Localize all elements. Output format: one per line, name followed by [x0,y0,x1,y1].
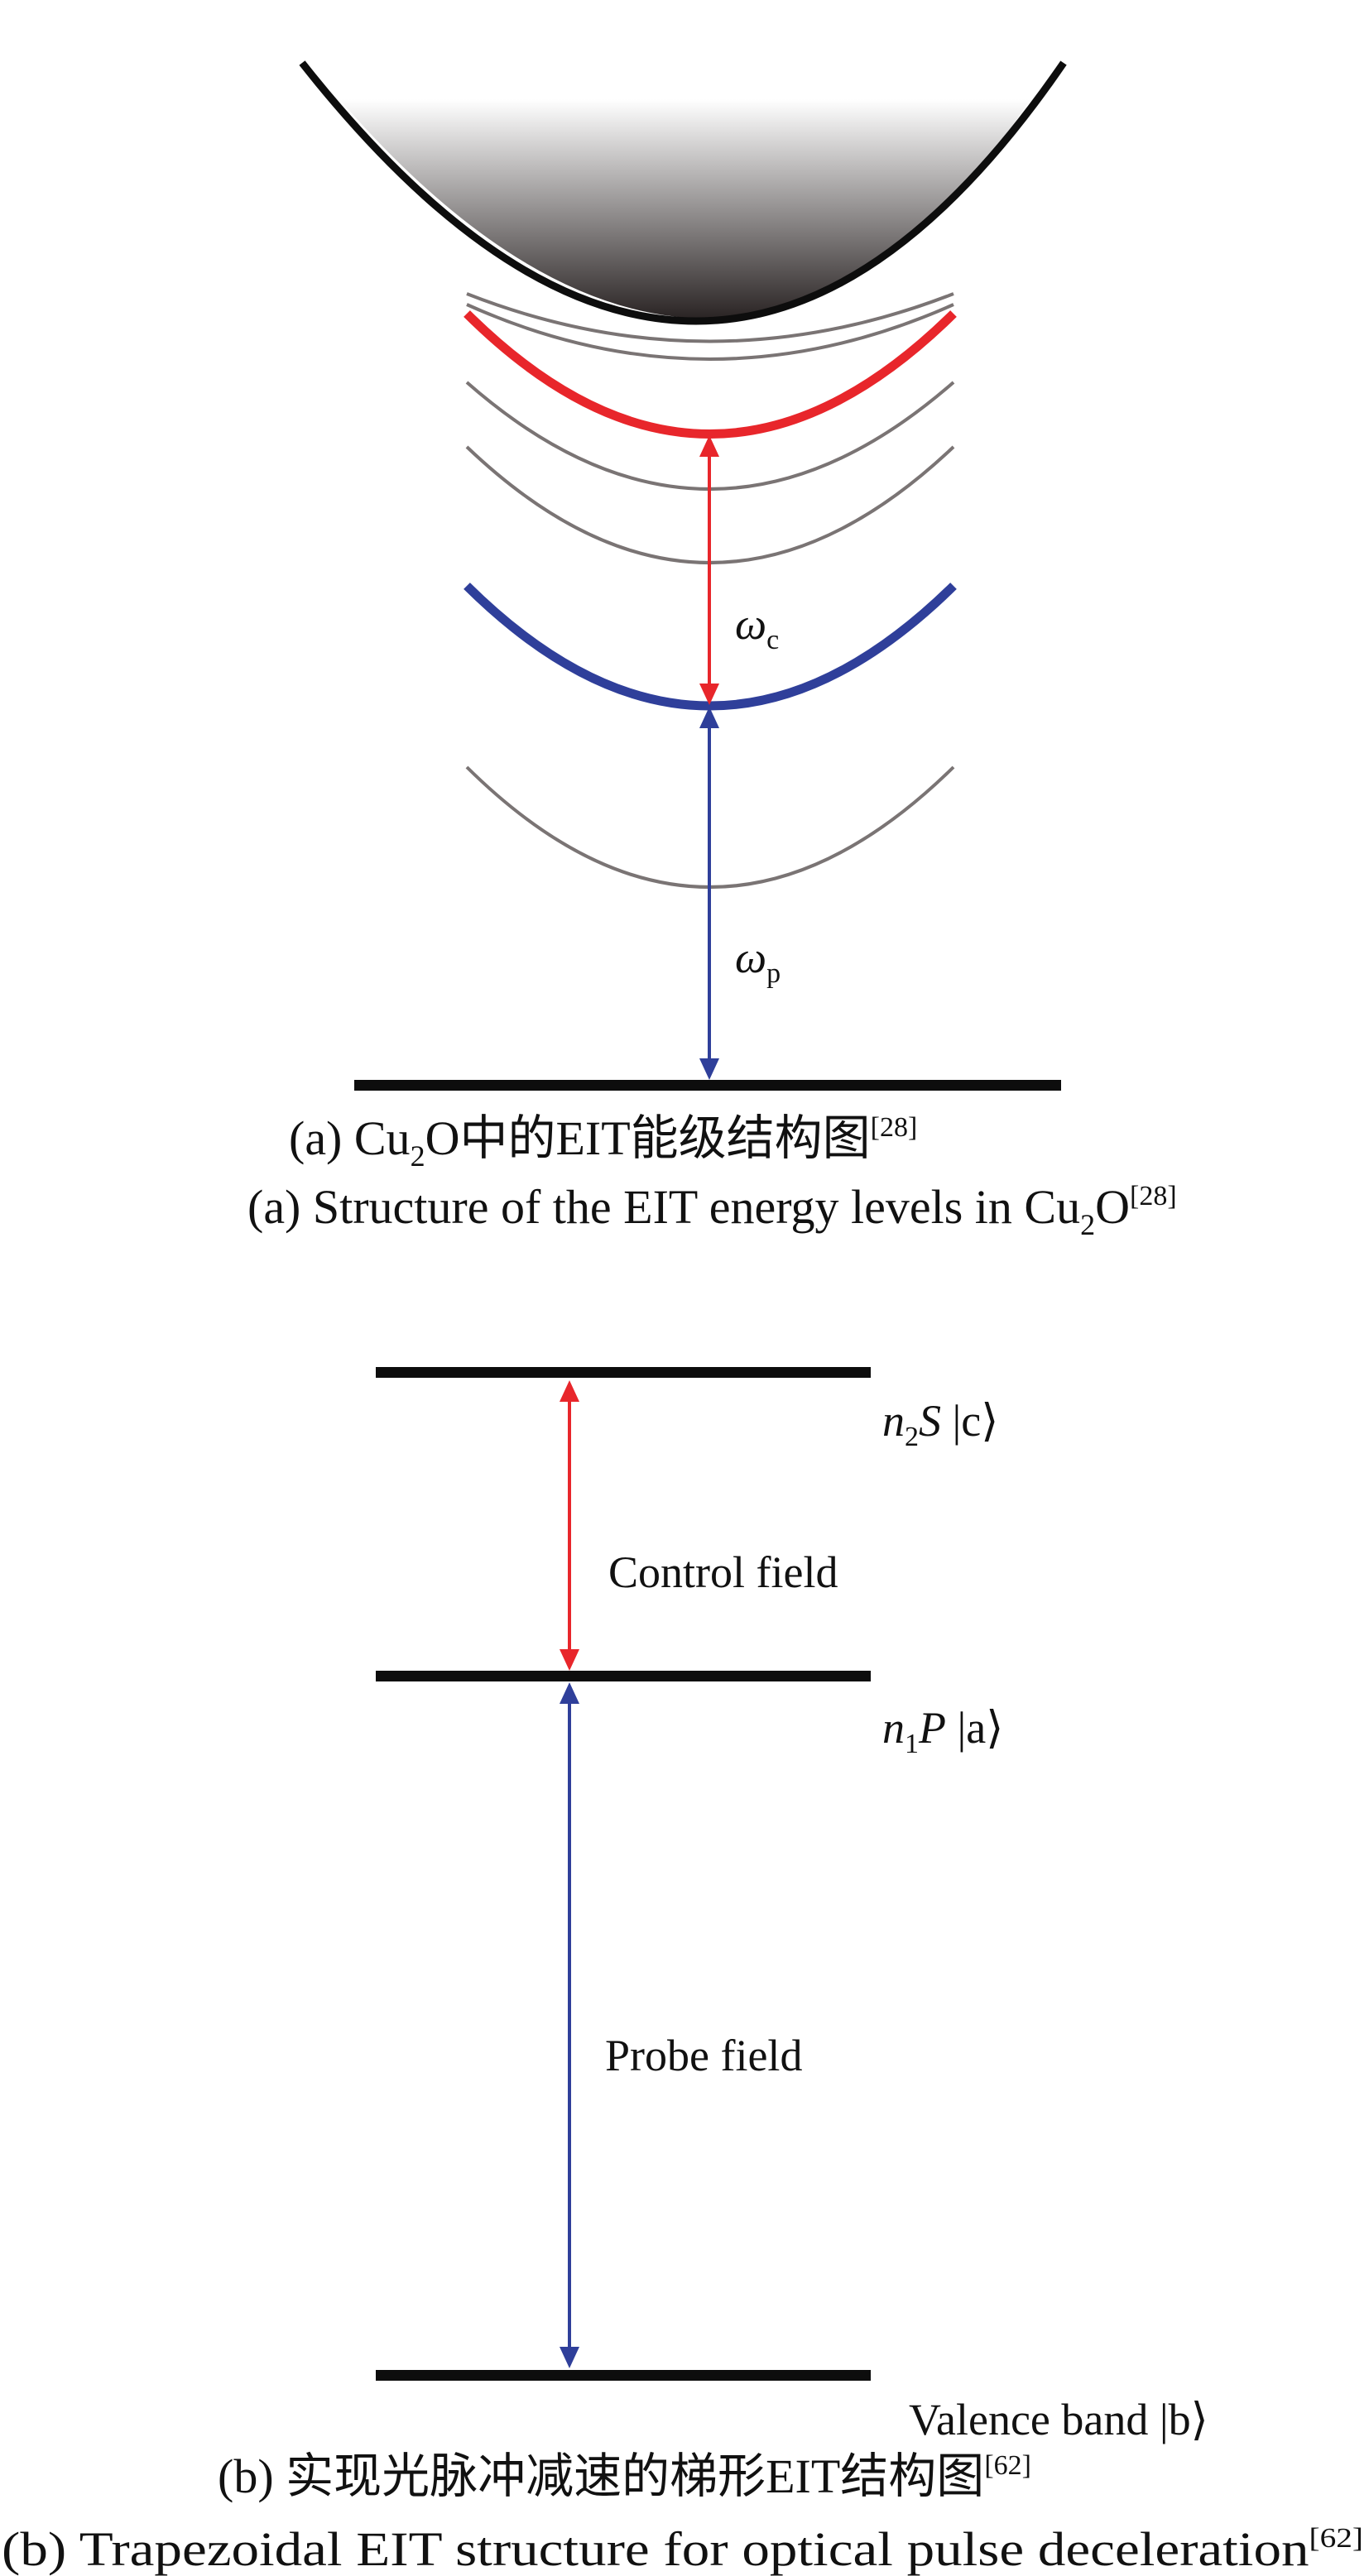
omega-p-label: ωp [735,933,781,989]
caption-b-en: (b) Trapezoidal EIT structure for optica… [2,2522,1363,2576]
exciton-level [466,303,954,361]
exciton-level-red [464,310,957,439]
arrowhead-up [560,1682,579,1704]
exciton-level [466,292,954,343]
exciton-level-blue [464,583,957,711]
arrowhead-down [699,1058,719,1080]
arrowhead-down [699,684,719,705]
ground-level [354,1080,1061,1091]
panel-b: Control field Probe field n2S |c⟩ n1P |a… [2,1367,1363,2576]
control-field-label: Control field [608,1547,838,1597]
arrowhead-up [560,1380,579,1402]
level-b-label: Valence band |b⟩ [909,2395,1208,2444]
probe-field-label: Probe field [605,2031,802,2080]
conduction-band-fill [339,99,1030,319]
caption-a-en: (a) Structure of the EIT energy levels i… [247,1180,1177,1241]
panel-a: ωc ωp (a) Cu2O中的EIT能级结构图[28] (a) Structu… [247,60,1177,1241]
level-b [376,2370,871,2381]
level-c-label: n2S |c⟩ [882,1396,998,1452]
omega-c-label: ωc [735,599,779,655]
arrowhead-down [560,2347,579,2368]
level-a-label: n1P |a⟩ [882,1703,1003,1759]
arrowhead-up [699,707,719,728]
level-c [376,1367,871,1378]
caption-a-cn: (a) Cu2O中的EIT能级结构图[28] [289,1111,917,1173]
arrowhead-up [699,435,719,457]
level-a [376,1671,871,1681]
caption-b-cn: (b) 实现光脉冲减速的梯形EIT结构图[62] [218,2449,1031,2503]
conduction-band-edge [299,60,1067,325]
arrowhead-down [560,1649,579,1671]
